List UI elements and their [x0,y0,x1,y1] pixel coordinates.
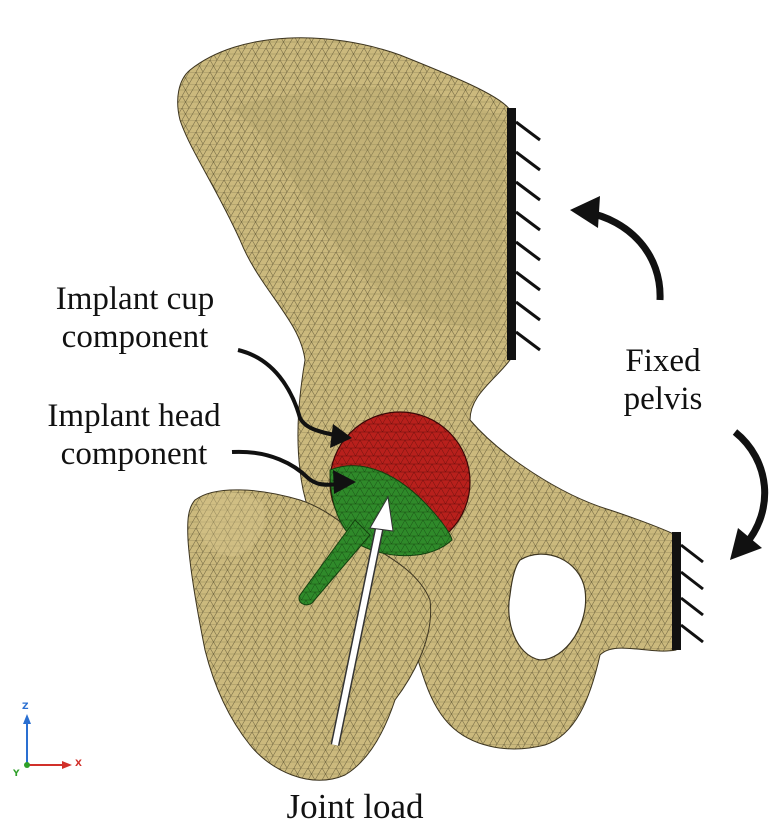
fixed-arrow-top-head [570,196,600,228]
implant-head-label-line2: component [10,436,258,474]
fixed-support-top [507,108,540,360]
fixed-pelvis-label-line1: Fixed [598,343,728,381]
implant-cup-label-line1: Implant cup [26,281,244,319]
implant-head-label-line1: Implant head [10,398,258,436]
joint-load-label: Joint load [255,787,455,827]
axis-z-label: Z [22,702,29,712]
implant-cup-label: Implant cup component [26,281,244,357]
axis-x-label: X [75,759,82,769]
implant-head-label: Implant head component [10,398,258,474]
axis-triad [23,714,72,769]
fixed-pelvis-label-line2: pelvis [598,381,728,419]
fixed-arrow-bottom [735,432,765,545]
implant-cup-label-line2: component [26,319,244,357]
fixed-support-bottom [672,532,703,650]
axis-y-label: Y [13,769,20,779]
fixed-pelvis-label: Fixed pelvis [598,343,728,419]
